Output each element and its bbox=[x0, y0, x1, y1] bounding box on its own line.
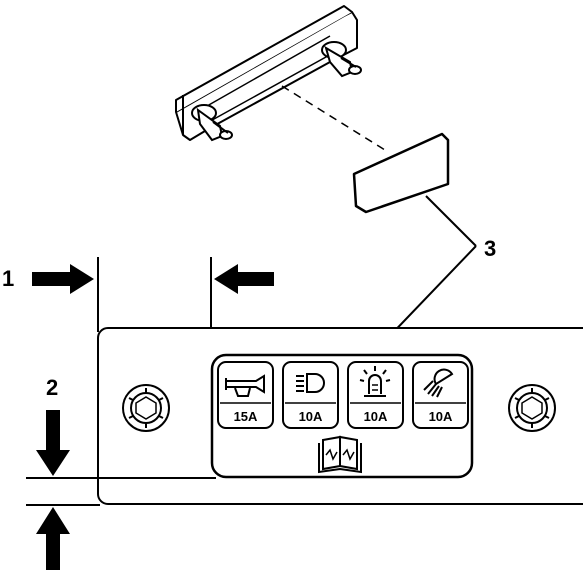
fuse-cell-headlight: 10A bbox=[282, 361, 339, 429]
decal-card bbox=[352, 132, 450, 214]
callout-2: 2 bbox=[46, 375, 58, 400]
headlight-icon bbox=[296, 373, 325, 393]
right-screw-icon bbox=[508, 384, 556, 432]
height-dimension bbox=[26, 410, 216, 570]
down-pointing-arrow-icon bbox=[36, 410, 70, 476]
fuse-cell-beacon: 10A bbox=[347, 361, 404, 429]
fuse-rating-headlight: 10A bbox=[299, 409, 323, 424]
fuse-decal bbox=[210, 353, 474, 479]
operator-manual-icon bbox=[318, 435, 362, 474]
callout-3-leaders bbox=[383, 195, 477, 343]
left-screw-icon bbox=[122, 384, 170, 432]
right-pointing-arrow-icon bbox=[32, 264, 94, 294]
left-pointing-arrow-icon bbox=[214, 264, 274, 294]
fuse-cell-horn: 15A bbox=[217, 361, 274, 429]
fuse-rating-beacon: 10A bbox=[364, 409, 388, 424]
fuse-rating-work-light: 10A bbox=[429, 409, 453, 424]
width-dimension bbox=[32, 257, 274, 355]
callout-3: 3 bbox=[484, 236, 496, 261]
work-light-icon bbox=[423, 368, 454, 398]
fuse-cell-work-light: 10A bbox=[412, 361, 469, 429]
right-mounting-stud bbox=[321, 41, 362, 78]
callout-1: 1 bbox=[2, 266, 14, 291]
up-pointing-arrow-icon bbox=[36, 507, 70, 570]
placement-guide-line bbox=[281, 85, 386, 151]
beacon-light-icon bbox=[359, 366, 391, 397]
mounting-bracket bbox=[175, 5, 358, 141]
left-mounting-stud bbox=[191, 104, 233, 142]
horn-icon bbox=[225, 374, 265, 397]
fuse-rating-horn: 15A bbox=[234, 409, 258, 424]
